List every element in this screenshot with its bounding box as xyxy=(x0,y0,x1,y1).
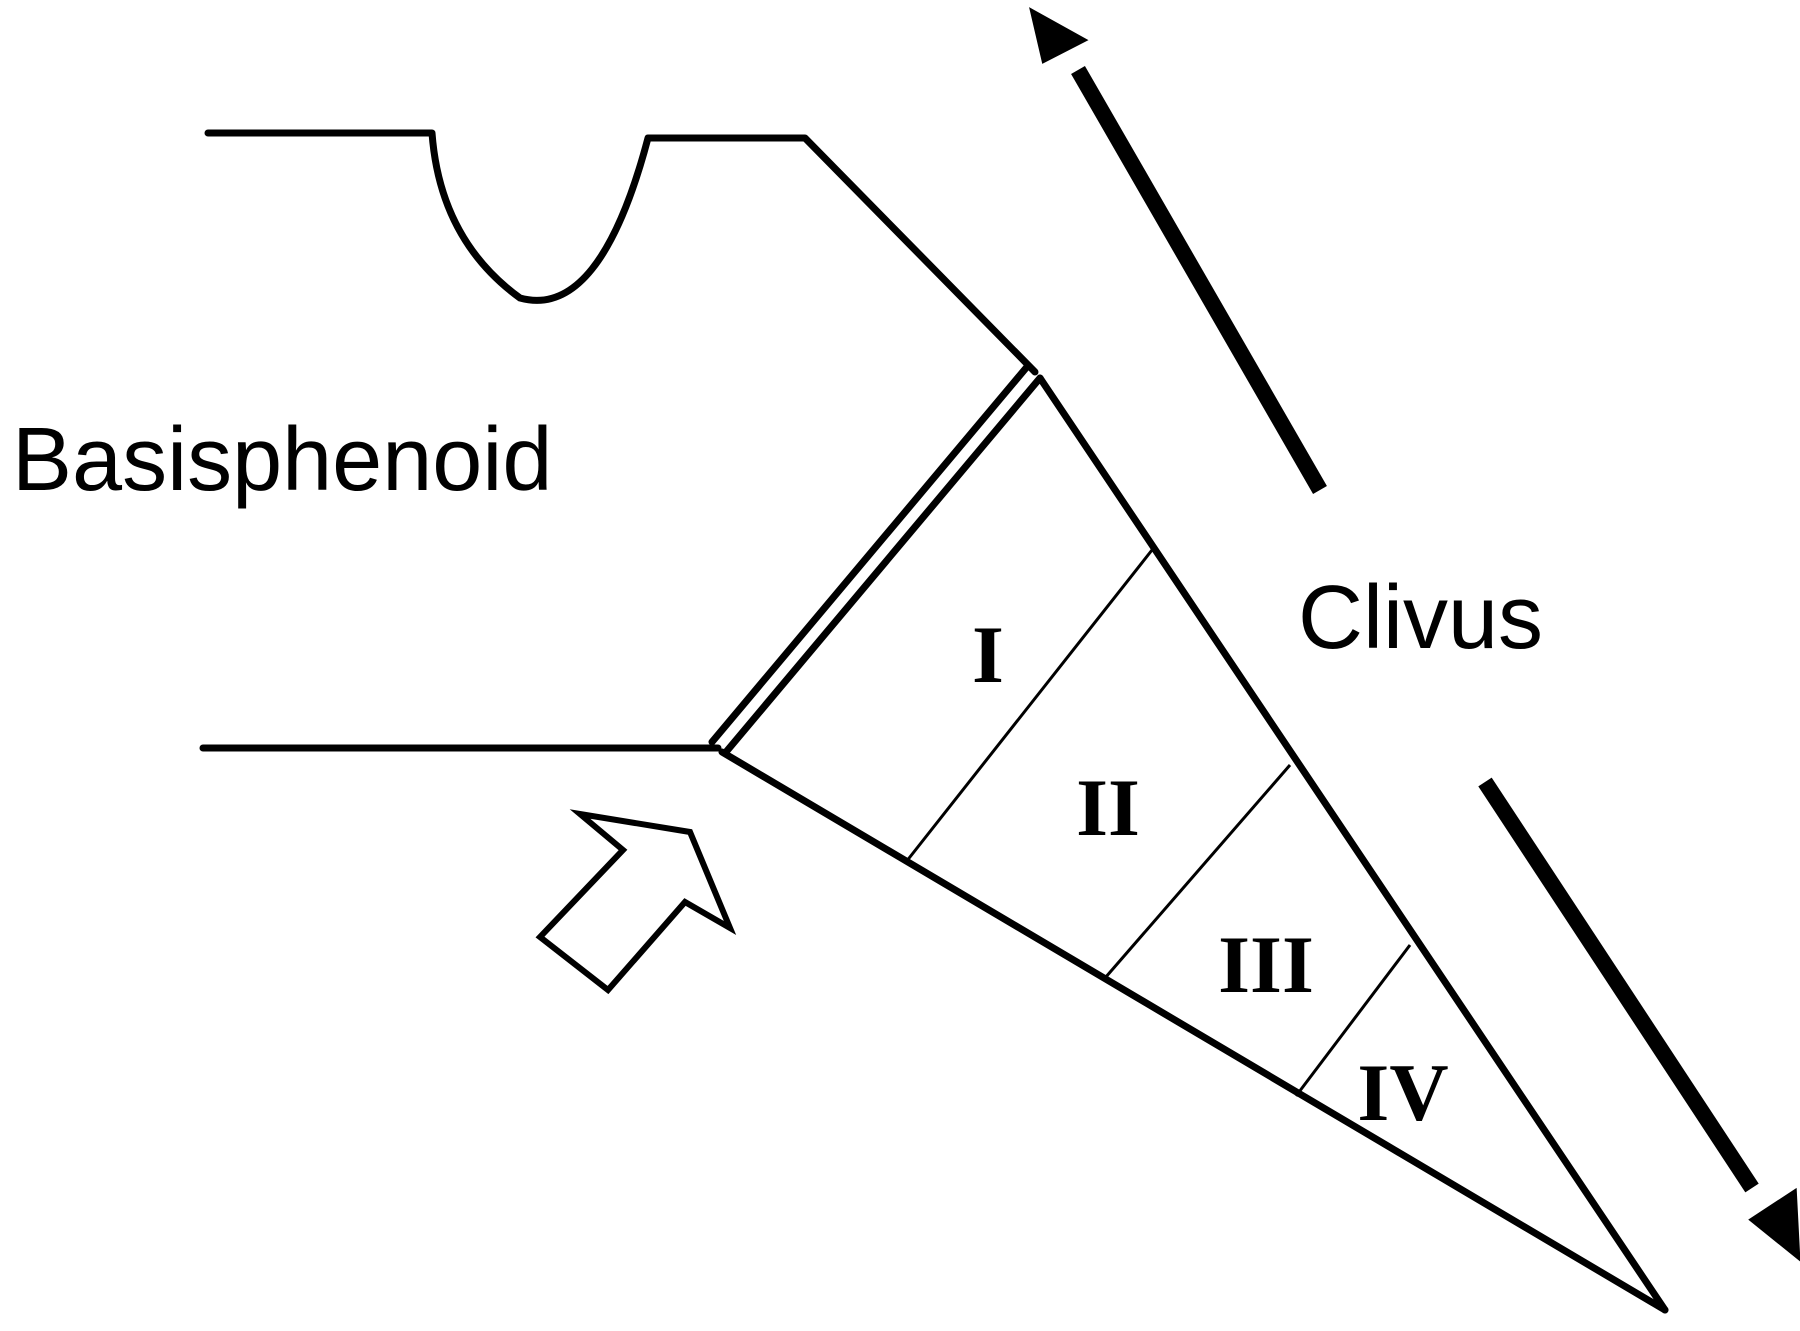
zone-label-3: III xyxy=(1218,919,1314,1010)
basisphenoid-label: Basisphenoid xyxy=(12,410,552,510)
upward-arrow-icon xyxy=(1029,7,1327,494)
zone-divider-3 xyxy=(1294,944,1412,1097)
downward-arrow-icon xyxy=(1478,777,1800,1262)
zone-label-2: II xyxy=(1076,762,1140,853)
zone-label-4: IV xyxy=(1357,1047,1448,1138)
clivus-ventral-border xyxy=(718,748,1669,1314)
zone-divider-2 xyxy=(1103,764,1292,979)
zone-label-1: I xyxy=(972,609,1004,700)
hollow-pointer-arrow-icon xyxy=(535,809,737,995)
zone-divider-1 xyxy=(904,549,1154,863)
basisphenoid-upper-contour xyxy=(204,129,1039,376)
clivus-dorsal-border xyxy=(1036,374,1669,1314)
spheno-occipital-synchondrosis xyxy=(708,364,1044,756)
clivus-label: Clivus xyxy=(1298,568,1543,668)
